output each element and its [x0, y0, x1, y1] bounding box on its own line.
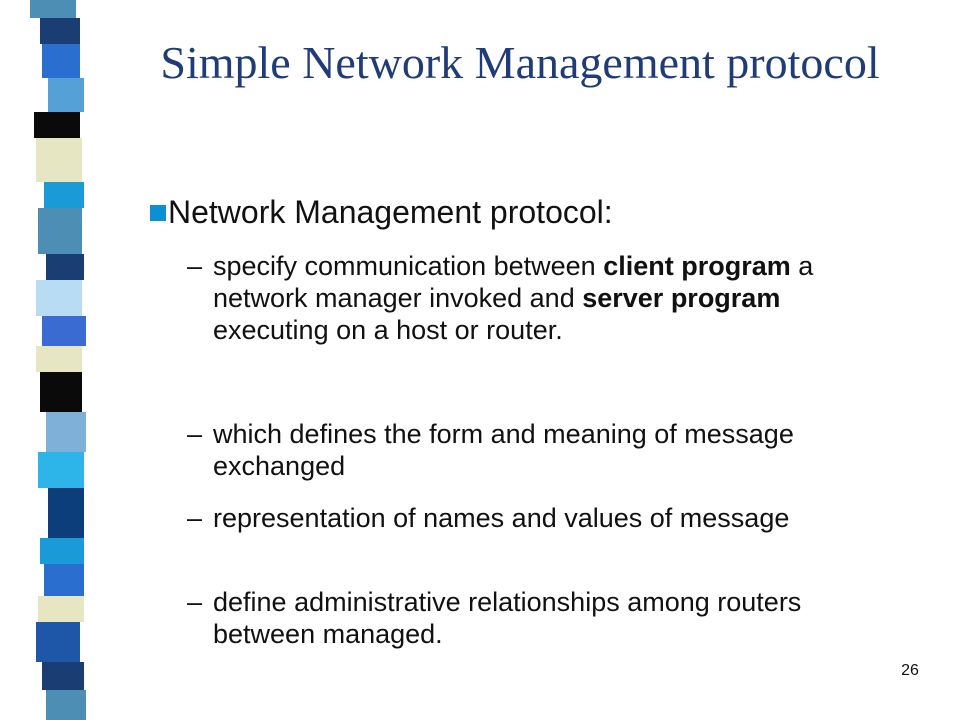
stripe-block [40, 18, 80, 44]
slide-title: Simple Network Management protocol [160, 37, 880, 88]
stripe-block [36, 138, 82, 182]
text-run: which defines the form and meaning of me… [213, 419, 794, 481]
sub-bullet-text: specify communication between client pro… [213, 250, 893, 346]
text-run: define administrative relationships amon… [213, 587, 802, 649]
stripe-block [46, 690, 86, 720]
main-bullet-text: Network Management protocol: [168, 194, 613, 230]
sub-bullet-text: define administrative relationships amon… [213, 586, 893, 650]
stripe-block [42, 44, 80, 78]
dash-marker: – [187, 587, 203, 617]
dash-marker: – [187, 251, 203, 281]
dash-marker: – [187, 419, 203, 449]
dash-marker: – [187, 503, 203, 533]
stripe-block [38, 452, 84, 488]
page-number: 26 [901, 662, 919, 679]
bold-term: client program [603, 251, 791, 281]
stripe-block [46, 254, 84, 280]
bold-term: server program [582, 283, 781, 313]
text-run: executing on a host or router. [213, 315, 563, 345]
text-run: representation of names and values of me… [213, 503, 790, 533]
stripe-block [42, 316, 86, 346]
stripe-block [36, 280, 82, 316]
text-run: a network manager invoked and [213, 251, 814, 313]
stripe-block [48, 488, 84, 538]
stripe-block [42, 662, 84, 690]
stripe-block [44, 182, 84, 208]
stripe-block [38, 596, 84, 622]
square-bullet-icon [150, 205, 166, 221]
stripe-block [36, 346, 82, 372]
stripe-block [36, 622, 80, 662]
stripe-block [34, 112, 80, 138]
stripe-block [38, 208, 82, 254]
stripe-block [30, 0, 76, 18]
stripe-block [48, 78, 84, 112]
sub-bullet-text: representation of names and values of me… [213, 502, 893, 534]
stripe-block [40, 372, 82, 412]
stripe-block [40, 538, 84, 564]
sub-bullet-text: which defines the form and meaning of me… [213, 418, 893, 482]
stripe-block [46, 412, 86, 452]
text-run: specify communication between [213, 251, 604, 281]
stripe-block [44, 564, 84, 596]
decorative-color-stripe [30, 0, 86, 720]
